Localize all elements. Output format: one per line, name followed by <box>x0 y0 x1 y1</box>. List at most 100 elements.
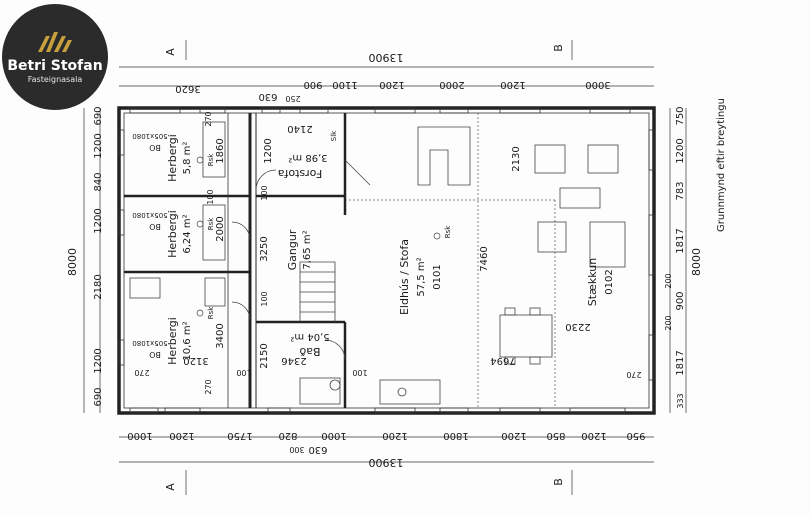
room-name: Bað <box>299 345 320 358</box>
section-marker-b-top: B <box>552 44 565 52</box>
bottom-dimensions: 1000 1200 1750 820 1000 1200 1800 1200 8… <box>127 430 645 455</box>
interior-dim: 1860 <box>215 138 226 163</box>
room-area: 3,98 m² <box>288 152 327 163</box>
room-bo-dim: 505x1080 <box>132 339 167 347</box>
right-dim: 1817 <box>675 228 686 253</box>
interior-dim: 270 <box>204 111 213 126</box>
right-dim: 900 <box>675 291 686 310</box>
interior-dimensions: 270 1860 2000 100 1200 3250 3400 270 312… <box>134 111 641 394</box>
interior-dim: 270 <box>626 370 641 379</box>
bottom-dim: 1200 <box>501 430 526 441</box>
windows <box>118 107 655 414</box>
room-bo-dim: 505x1080 <box>132 211 167 219</box>
top-dim: 1200 <box>500 79 525 90</box>
room-name: Forstofa <box>278 167 323 180</box>
room-area: 10,6 m² <box>182 321 193 360</box>
outer-wall <box>117 106 656 415</box>
bottom-sub-dim: 630 <box>308 444 327 455</box>
left-dim: 1200 <box>93 208 104 233</box>
interior-dim: 100 <box>260 291 269 306</box>
right-dim: 333 <box>676 393 685 408</box>
overall-height-left: 8000 <box>66 248 79 276</box>
interior-dim: 7694 <box>490 355 515 366</box>
left-dim: 1200 <box>93 133 104 158</box>
room-name: Herbergi <box>166 134 179 182</box>
interior-walls <box>124 113 347 408</box>
top-dim: 630 <box>258 91 277 102</box>
room-name: Gangur <box>286 229 299 270</box>
room-area: 5,8 m² <box>182 142 193 175</box>
left-dim: 690 <box>93 106 104 125</box>
interior-dim: 3120 <box>183 355 208 366</box>
dimension-lines <box>83 40 687 495</box>
interior-dim: 2230 <box>565 321 590 332</box>
building-logo-icon <box>38 32 72 52</box>
room-bo: BO <box>149 350 161 359</box>
section-marker-a-bottom: A <box>164 483 177 491</box>
bottom-dim: 1200 <box>169 430 194 441</box>
interior-dim: 3250 <box>259 236 270 261</box>
room-code: 0102 <box>604 269 615 294</box>
interior-dim: 2130 <box>511 146 522 171</box>
bottom-dim: 1200 <box>382 430 407 441</box>
bottom-dim: 850 <box>546 430 565 441</box>
interior-dim: 1200 <box>263 138 274 163</box>
furniture <box>129 121 626 405</box>
left-dim: 2180 <box>93 274 104 299</box>
right-dim: 1200 <box>675 138 686 163</box>
room-area: 6,24 m² <box>182 214 193 253</box>
interior-dim: 2000 <box>215 216 226 241</box>
left-dim: 690 <box>93 387 104 406</box>
overall-height-right: 8000 <box>690 248 703 276</box>
top-dim: 1200 <box>379 79 404 90</box>
logo-subtitle: Fasteignasala <box>28 75 83 84</box>
overall-width-top: 13900 <box>369 51 404 64</box>
bottom-dim: 1200 <box>581 430 606 441</box>
extension-divider <box>345 113 556 408</box>
section-marker-b-bottom: B <box>552 478 565 486</box>
top-dim: 250 <box>285 94 300 103</box>
bottom-dim: 950 <box>626 430 645 441</box>
logo-company-name: Betri Stofan <box>7 58 102 74</box>
right-dim: 750 <box>675 106 686 125</box>
left-dimensions: 690 1200 840 1200 2180 1200 690 <box>93 106 104 406</box>
top-dim: 2000 <box>439 79 464 90</box>
room-name: Herbergi <box>166 210 179 258</box>
bottom-dim: 1800 <box>443 430 468 441</box>
bottom-sub-dim: 300 <box>289 445 304 454</box>
drawing-side-title: Grunnmynd eftir breytingu <box>716 98 727 232</box>
top-dimensions: 3620 630 250 900 1100 1200 2000 1200 300… <box>175 79 610 103</box>
bottom-dim: 1750 <box>227 430 252 441</box>
right-dimensions: 333 1817 200 900 200 1817 783 1200 750 <box>664 106 686 408</box>
room-area: 7,65 m² <box>302 230 313 269</box>
left-dim: 1200 <box>93 348 104 373</box>
interior-dim: 2140 <box>287 123 312 134</box>
right-dim: 200 <box>664 315 673 330</box>
room-name: Stækkun <box>586 258 599 306</box>
interior-dim: 2346 <box>281 355 306 366</box>
room-rsk: Rsk <box>444 225 452 239</box>
bottom-dim: 1000 <box>321 430 346 441</box>
section-marker-a-top: A <box>164 48 177 56</box>
interior-dim: 100 <box>236 368 251 377</box>
room-labels: Herbergi 5,8 m² Rsk BO 505x1080 Herbergi… <box>132 130 615 365</box>
bottom-dim: 1000 <box>127 430 152 441</box>
right-dim: 783 <box>675 181 686 200</box>
room-bo: BO <box>149 222 161 231</box>
bottom-dim: 820 <box>278 430 297 441</box>
interior-dim: 100 <box>352 368 367 377</box>
room-rsk: Rsk <box>207 306 215 320</box>
room-bo-dim: 505x1080 <box>132 132 167 140</box>
interior-dim: 270 <box>204 379 213 394</box>
rsk-marker-icons <box>196 156 441 317</box>
interior-dim: 7460 <box>479 246 490 271</box>
left-dim: 840 <box>93 172 104 191</box>
room-rsk: Rsk <box>207 153 215 167</box>
interior-dim: 100 <box>206 189 215 204</box>
interior-dim: 270 <box>134 368 149 377</box>
interior-dim: 2150 <box>259 343 270 368</box>
room-area: 5,04 m² <box>290 331 329 342</box>
right-dim: 200 <box>664 273 673 288</box>
room-rsk: Slk <box>330 130 338 141</box>
